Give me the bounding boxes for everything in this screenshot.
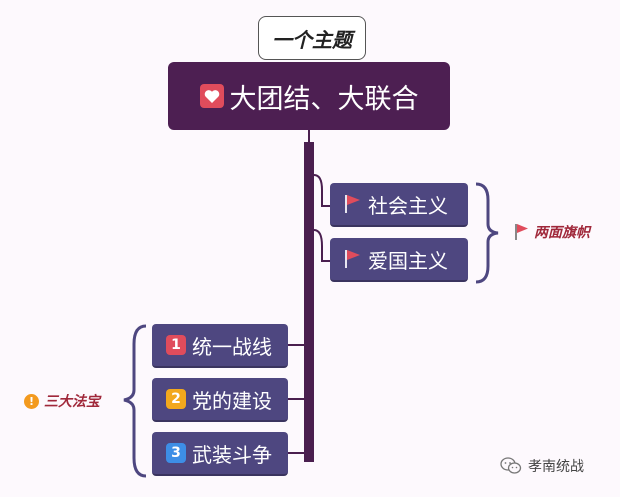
number-badge: 2 xyxy=(166,389,186,409)
node-patriotism[interactable]: 爱国主义 xyxy=(330,238,468,282)
annotation-text: 三大法宝 xyxy=(44,394,100,410)
flag-icon xyxy=(344,249,362,269)
node-label: 党的建设 xyxy=(192,388,272,413)
annotation-three-treasures: ! 三大法宝 xyxy=(24,391,100,411)
node-label: 社会主义 xyxy=(368,193,448,218)
wechat-icon xyxy=(500,457,522,475)
topic-label: 一个主题 xyxy=(258,16,366,60)
annotation-text: 两面旗帜 xyxy=(534,225,590,241)
branch-right-1 xyxy=(313,174,330,207)
node-party-building[interactable]: 2 党的建设 xyxy=(152,378,288,422)
annotation-two-banners: 两面旗帜 xyxy=(514,222,590,242)
number-badge: 3 xyxy=(166,443,186,463)
node-socialism[interactable]: 社会主义 xyxy=(330,183,468,227)
flag-icon xyxy=(344,194,362,214)
flag-icon xyxy=(514,223,530,241)
node-united-front[interactable]: 1 统一战线 xyxy=(152,324,288,368)
central-topic[interactable]: 大团结、大联合 xyxy=(168,62,450,130)
right-bracket xyxy=(475,182,499,284)
exclamation-icon: ! xyxy=(24,393,39,409)
node-armed-struggle[interactable]: 3 武装斗争 xyxy=(152,432,288,476)
node-label: 爱国主义 xyxy=(368,248,448,273)
branch-right-2 xyxy=(313,229,330,262)
heart-icon xyxy=(199,84,224,108)
node-label: 统一战线 xyxy=(192,334,272,359)
central-topic-text: 大团结、大联合 xyxy=(229,83,419,115)
watermark-text: 孝南统战 xyxy=(528,459,584,475)
main-trunk xyxy=(304,142,314,462)
number-badge: 1 xyxy=(166,335,186,355)
left-bracket xyxy=(123,324,147,478)
node-label: 武装斗争 xyxy=(192,442,272,467)
watermark: 孝南统战 xyxy=(500,456,584,476)
